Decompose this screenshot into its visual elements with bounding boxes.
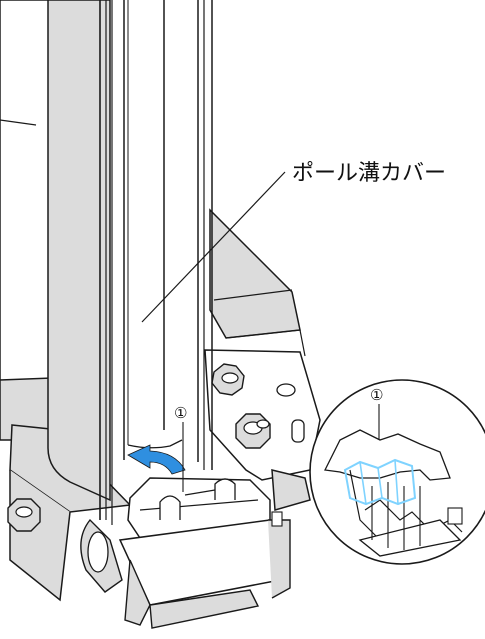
machine-body	[0, 0, 53, 441]
pole	[47, 0, 213, 525]
insert-arrow	[127, 444, 186, 475]
base-clamp	[80, 477, 291, 629]
knob-left	[7, 498, 41, 532]
small-hole	[276, 383, 296, 397]
marker-1-main: ①	[174, 404, 187, 422]
highlighted-cover-part	[343, 458, 417, 506]
pole-groove-cover-label: ポール溝カバー	[292, 161, 446, 186]
knob-upper-right	[211, 363, 245, 396]
callout-leaders	[141, 171, 286, 323]
knob-middle	[235, 413, 271, 449]
detail-inset: ①	[309, 379, 485, 565]
marker-1-inset: ①	[370, 386, 383, 404]
knob-bolts	[7, 363, 305, 532]
small-post	[291, 419, 305, 443]
